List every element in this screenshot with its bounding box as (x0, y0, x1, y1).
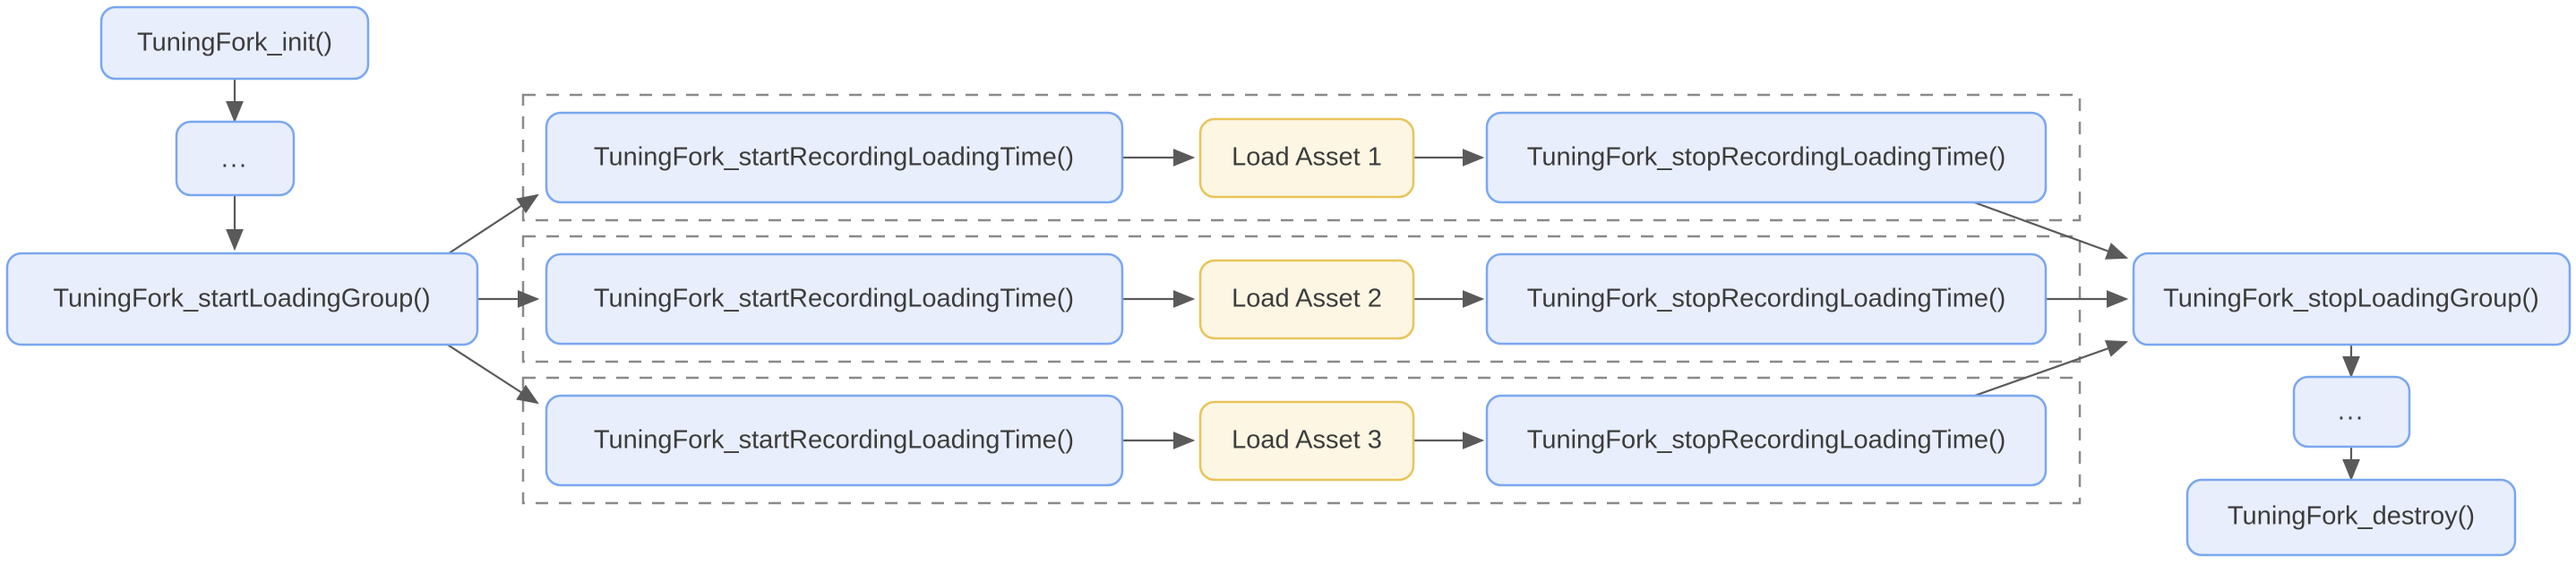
node-label-start-loading-group: TuningFork_startLoadingGroup() (53, 285, 430, 313)
node-row-2-start-recording[interactable]: TuningFork_startRecordingLoadingTime() (545, 252, 1124, 346)
node-tuningfork-init[interactable]: TuningFork_init() (99, 5, 370, 81)
edge-row-3-to-stop-group (1953, 340, 2129, 405)
node-label-ellipsis-bottom: ... (2338, 397, 2365, 426)
node-label-row-1-stop-recording: TuningFork_stopRecordingLoadingTime() (1527, 143, 2006, 172)
node-label-row-2-stop-recording: TuningFork_stopRecordingLoadingTime() (1527, 285, 2006, 313)
node-label-row-3-asset: Load Asset 3 (1232, 426, 1382, 455)
node-label-stop-loading-group: TuningFork_stopLoadingGroup() (2163, 285, 2539, 313)
node-label-row-2-asset: Load Asset 2 (1232, 285, 1382, 313)
node-start-loading-group[interactable]: TuningFork_startLoadingGroup() (5, 252, 479, 346)
node-label-row-3-stop-recording: TuningFork_stopRecordingLoadingTime() (1527, 426, 2006, 455)
node-ellipsis-top[interactable]: ... (175, 120, 296, 197)
node-row-3-asset[interactable]: Load Asset 3 (1198, 400, 1415, 482)
edge-row-1-to-stop-group (1953, 193, 2129, 260)
node-row-1-start-recording[interactable]: TuningFork_startRecordingLoadingTime() (545, 111, 1124, 204)
node-label-row-2-start-recording: TuningFork_startRecordingLoadingTime() (594, 285, 1074, 313)
group-container-row-1 (521, 93, 2082, 222)
node-label-row-3-start-recording: TuningFork_startRecordingLoadingTime() (594, 426, 1074, 455)
node-row-3-stop-recording[interactable]: TuningFork_stopRecordingLoadingTime() (1485, 394, 2048, 487)
node-stop-loading-group[interactable]: TuningFork_stopLoadingGroup() (2132, 252, 2572, 346)
node-row-2-asset[interactable]: Load Asset 2 (1198, 259, 1415, 340)
node-label-row-1-start-recording: TuningFork_startRecordingLoadingTime() (594, 143, 1074, 172)
node-label-ellipsis-top: ... (221, 145, 248, 174)
node-label-tuningfork-destroy: TuningFork_destroy() (2228, 502, 2475, 531)
node-row-1-stop-recording[interactable]: TuningFork_stopRecordingLoadingTime() (1485, 111, 2048, 204)
edge-start-group-to-row-3 (445, 343, 539, 405)
node-label-tuningfork-init: TuningFork_init() (137, 29, 332, 57)
node-ellipsis-bottom[interactable]: ... (2292, 375, 2411, 449)
node-label-row-1-asset: Load Asset 1 (1232, 143, 1382, 172)
edge-start-group-to-row-1 (445, 193, 539, 256)
group-container-row-3 (521, 376, 2082, 505)
node-row-1-asset[interactable]: Load Asset 1 (1198, 117, 1415, 199)
node-row-3-start-recording[interactable]: TuningFork_startRecordingLoadingTime() (545, 394, 1124, 487)
node-tuningfork-destroy[interactable]: TuningFork_destroy() (2185, 478, 2517, 557)
node-row-2-stop-recording[interactable]: TuningFork_stopRecordingLoadingTime() (1485, 252, 2048, 346)
